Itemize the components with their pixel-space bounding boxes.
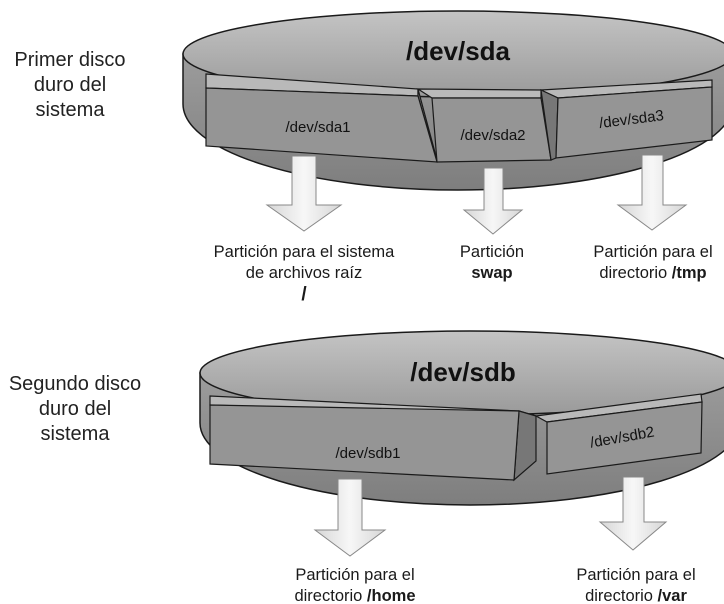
arrow-sda3-icon xyxy=(616,154,688,231)
disk1-name: /dev/sda xyxy=(406,36,511,66)
partition-sdb2 xyxy=(534,393,703,475)
caption-sdb2: Partición para el directorio /var xyxy=(556,565,716,604)
caption-sdb2-line2: directorio /var xyxy=(556,586,716,604)
partition-sda3 xyxy=(540,79,713,161)
caption-sda1-bold: / xyxy=(301,284,307,306)
caption-sda3-prefix: directorio xyxy=(599,263,672,282)
disk2-side-label: Segundo disco duro del sistema xyxy=(0,372,150,447)
arrow-sdb2-icon xyxy=(598,476,668,551)
disk1-side-label-line: sistema xyxy=(35,99,105,121)
disk2-name: /dev/sdb xyxy=(410,357,515,387)
disk2-side-label-line: sistema xyxy=(40,423,110,445)
arrow-sdb1-icon xyxy=(313,478,387,557)
caption-sdb1-prefix: directorio xyxy=(294,586,367,604)
caption-sda3-line: Partición para el xyxy=(593,243,713,261)
caption-sda2-line: Partición xyxy=(459,243,525,261)
caption-sdb1-bold: /home xyxy=(366,586,416,604)
disk2-side-label-line: duro del xyxy=(38,398,112,420)
disk1-side-label: Primer disco duro del sistema xyxy=(0,48,140,123)
disk1-side-label-line: Primer disco xyxy=(14,49,126,71)
partition-label-sda1: /dev/sda1 xyxy=(285,119,350,136)
caption-sda3: Partición para el directorio /tmp xyxy=(574,242,724,283)
caption-sda1: Partición para el sistema de archivos ra… xyxy=(192,242,416,307)
disk1-side-label-line: duro del xyxy=(33,74,107,96)
partition-sda2 xyxy=(415,88,552,163)
caption-sda1-line: Partición para el sistema xyxy=(213,243,395,261)
partition-sda1 xyxy=(205,73,438,163)
disk2-side-label-line: Segundo disco xyxy=(8,373,142,395)
caption-sda3-line2: directorio /tmp xyxy=(574,263,724,284)
caption-sdb1: Partición para el directorio /home xyxy=(275,565,435,604)
caption-sdb2-prefix: directorio xyxy=(585,586,658,604)
disk1: /dev/sda /dev/sda1 /dev/sda2 /dev/sda3 xyxy=(182,10,724,235)
caption-sdb1-line: Partición para el xyxy=(295,566,415,584)
partition-label-sda2: /dev/sda2 xyxy=(460,127,525,144)
disk2: /dev/sdb /dev/sdb1 /dev/sdb2 xyxy=(199,330,724,557)
caption-sdb2-line: Partición para el xyxy=(576,566,696,584)
caption-sdb1-line2: directorio /home xyxy=(275,586,435,604)
caption-sda2: Partición swap xyxy=(432,242,552,283)
caption-sda2-bold: swap xyxy=(471,263,513,282)
caption-sda1-line: de archivos raíz xyxy=(245,263,363,282)
arrow-sda2-icon xyxy=(462,167,524,235)
partition-sdb1 xyxy=(209,395,537,482)
arrow-sda1-icon xyxy=(265,155,343,232)
caption-sda3-bold: /tmp xyxy=(671,263,707,282)
caption-sdb2-bold: /var xyxy=(657,586,687,604)
partition-label-sdb1: /dev/sdb1 xyxy=(335,445,400,462)
